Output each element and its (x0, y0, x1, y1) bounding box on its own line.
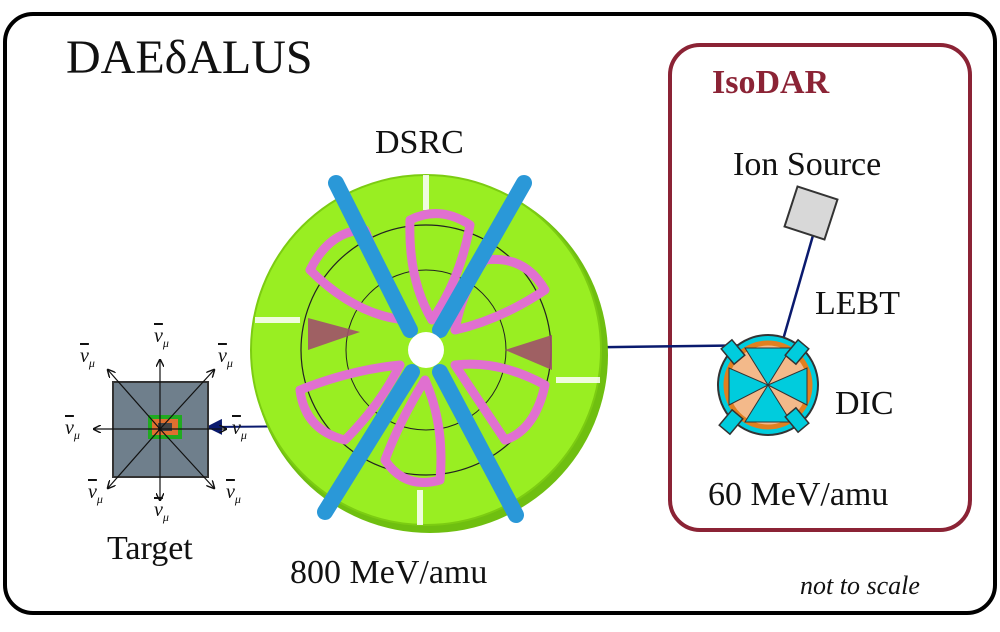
outer-frame (3, 12, 997, 615)
ion-source-label: Ion Source (733, 146, 882, 183)
nu-label-sw: νμ (88, 481, 103, 506)
target-label: Target (107, 530, 193, 567)
nu-arrow-sw (108, 428, 161, 488)
blue-bar-se (432, 364, 524, 523)
isodar-label: IsoDAR (712, 64, 830, 101)
coil-4 (380, 375, 446, 487)
dsrc-energy-label: 800 MeV/amu (290, 554, 488, 591)
nu-arrow-nw (108, 370, 161, 430)
dsrc-cyclotron (250, 174, 608, 533)
nu-label-ne: νμ (218, 345, 233, 370)
coil-5 (295, 360, 405, 445)
nu-label-w: νμ (65, 417, 80, 442)
nu-label-e: νμ (232, 417, 247, 442)
coil-1 (405, 209, 475, 325)
target (94, 360, 226, 500)
lebt-label: LEBT (815, 285, 900, 322)
nu-arrow-se (159, 428, 214, 488)
blue-bar-sw (317, 364, 420, 520)
dsrc-label: DSRC (375, 124, 464, 161)
nu-label-se: νμ (226, 481, 241, 506)
dsrc-center-hole (408, 332, 444, 368)
diagram-title: DAEδALUS (66, 31, 313, 84)
nu-arrow-ne (159, 370, 214, 430)
blue-bar-nw (328, 175, 418, 338)
coil-3 (450, 359, 550, 445)
dic-label: DIC (835, 385, 894, 422)
nu-label-nw: νμ (80, 345, 95, 370)
isodar-energy-label: 60 MeV/amu (708, 476, 889, 513)
blue-bar-ne (432, 175, 532, 338)
rf-cavity-right (505, 335, 552, 370)
dic-cyclotron (717, 334, 819, 436)
not-to-scale-note: not to scale (800, 571, 920, 600)
rf-cavity-left (308, 318, 360, 350)
isodar-box (668, 43, 972, 532)
ion-source-box (783, 185, 839, 241)
nu-label-s: νμ (154, 499, 169, 524)
nu-label-n: νμ (154, 325, 169, 350)
